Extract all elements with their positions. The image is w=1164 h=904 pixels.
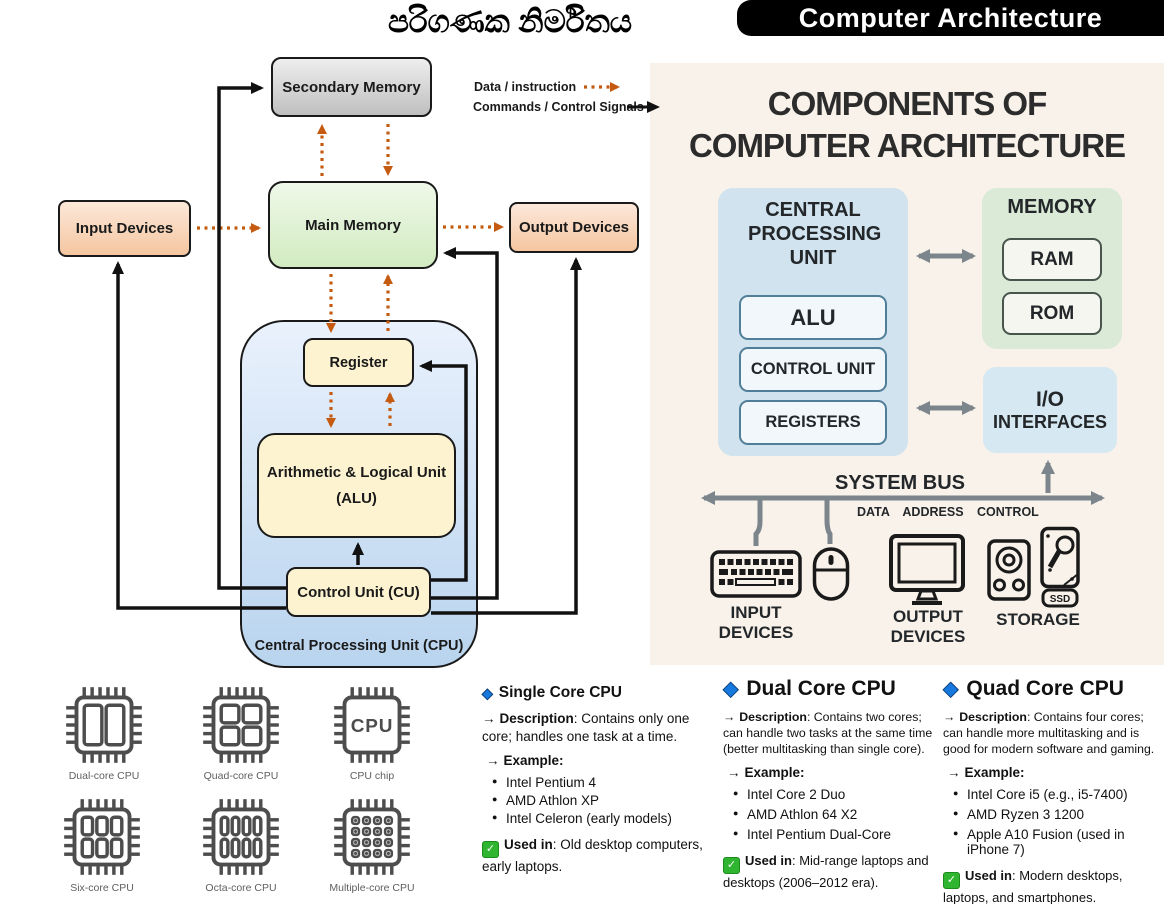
- list-item: Intel Pentium 4: [492, 775, 716, 790]
- secondary-memory-box: Secondary Memory: [271, 57, 432, 117]
- dual-core-example-label: →Example:: [727, 764, 805, 780]
- arrow-icon: →: [947, 764, 961, 780]
- list-item: AMD Ryzen 3 1200: [953, 807, 1164, 822]
- storage-label: STORAGE: [996, 610, 1080, 629]
- alu-box: Arithmetic & Logical Unit(ALU): [257, 433, 456, 538]
- list-item: Intel Core 2 Duo: [733, 787, 941, 802]
- diamond-icon: ◆: [722, 678, 739, 701]
- panel-memory-title: MEMORY: [1007, 196, 1097, 218]
- panel-rom-box: ROM: [1002, 292, 1102, 335]
- legend-commands-label: Commands / Control Signals: [473, 100, 644, 114]
- check-icon: ✓: [482, 841, 499, 859]
- diamond-icon: ◆: [482, 684, 494, 701]
- diamond-icon: ◆: [942, 678, 959, 701]
- cpu-type-single-core: ◆ Single Core CPU →Description: Contains…: [482, 684, 716, 882]
- panel-title-line1: COMPONENTS OF: [767, 85, 1048, 122]
- quad-core-description: →Description: Contains four cores; can h…: [943, 710, 1155, 757]
- monitor-icon: [889, 534, 965, 605]
- title-banner: Computer Architecture: [737, 0, 1164, 36]
- legend-data-label: Data / instruction: [474, 80, 577, 94]
- list-item: AMD Athlon 64 X2: [733, 807, 941, 822]
- cpu-type-dual-core: ◆ Dual Core CPU →Description: Contains t…: [722, 676, 941, 898]
- check-icon: ✓: [943, 872, 960, 890]
- arrow-icon: →: [943, 710, 956, 724]
- panel-alu-box: ALU: [739, 295, 887, 340]
- panel-io-line1: I/O: [1035, 387, 1064, 411]
- panel-io-box: I/O INTERFACES: [983, 367, 1117, 453]
- panel-io-line2: INTERFACES: [992, 411, 1107, 432]
- single-core-used-in: ✓Used in: Old desktop computers, early l…: [482, 837, 703, 875]
- panel-cpu-title: CENTRAL PROCESSING UNIT: [748, 199, 882, 269]
- output-devices-label: OUTPUT DEVICES: [890, 607, 966, 647]
- page-title-sinhala: පරිගණක නිර්මිතය: [387, 4, 633, 39]
- hdd-ssd-icon: SSD: [1040, 526, 1080, 608]
- panel-title-line2: COMPUTER ARCHITECTURE: [688, 127, 1126, 164]
- register-box: Register: [303, 338, 414, 387]
- quad-core-used-in: ✓Used in: Modern desktops, laptops, and …: [943, 868, 1123, 904]
- chip-dual-core: Dual-core CPU: [60, 682, 148, 782]
- chip-quad-core: Quad-core CPU: [197, 682, 285, 782]
- title-banner-text: Computer Architecture: [798, 2, 1103, 33]
- list-item: Intel Pentium Dual-Core: [733, 827, 941, 842]
- mouse-icon: [812, 547, 850, 601]
- dual-core-used-in: ✓Used in: Mid-range laptops and desktops…: [723, 853, 929, 891]
- list-item: Apple A10 Fusion (used in iPhone 7): [953, 827, 1164, 857]
- main-memory-box: Main Memory: [268, 181, 438, 269]
- chip-six-core: Six-core CPU: [58, 794, 146, 894]
- cpu-container-label: Central Processing Unit (CPU): [254, 638, 464, 654]
- arrow-icon: →: [723, 710, 736, 724]
- chip-multi-core: Multiple-core CPU: [328, 794, 416, 894]
- arrow-icon: →: [486, 752, 500, 768]
- chip-octa-core: Octa-core CPU: [197, 794, 285, 894]
- cpu-type-quad-core: ◆ Quad Core CPU →Description: Contains f…: [942, 676, 1164, 904]
- check-icon: ✓: [723, 857, 740, 875]
- output-devices-box: Output Devices: [509, 202, 639, 253]
- system-bus-label: SYSTEM BUS: [834, 472, 966, 494]
- quad-core-heading: ◆ Quad Core CPU: [942, 676, 1124, 701]
- list-item: Intel Core i5 (e.g., i5-7400): [953, 787, 1164, 802]
- input-devices-label: INPUT DEVICES: [718, 603, 794, 643]
- arrow-icon: →: [482, 711, 496, 726]
- panel-ram-box: RAM: [1002, 238, 1102, 281]
- list-item: Intel Celeron (early models): [492, 811, 716, 826]
- speaker-icon: [987, 539, 1031, 601]
- bus-sublabels: DATA ADDRESS CONTROL: [857, 505, 1039, 519]
- single-core-example-label: →Example:: [486, 752, 564, 768]
- input-devices-box: Input Devices: [58, 200, 191, 257]
- arrow-icon: →: [727, 764, 741, 780]
- keyboard-icon: [710, 550, 802, 598]
- dual-core-heading: ◆ Dual Core CPU: [722, 676, 896, 701]
- list-item: AMD Athlon XP: [492, 793, 716, 808]
- panel-registers-box: REGISTERS: [739, 400, 887, 445]
- panel-control-unit-box: CONTROL UNIT: [739, 347, 887, 392]
- alu-label: Arithmetic & Logical Unit(ALU): [266, 464, 447, 507]
- control-unit-box: Control Unit (CU): [286, 567, 431, 617]
- dual-core-example-list: Intel Core 2 Duo AMD Athlon 64 X2 Intel …: [723, 787, 941, 842]
- quad-core-example-label: →Example:: [947, 764, 1025, 780]
- svg-text:SSD: SSD: [1050, 594, 1071, 605]
- quad-core-example-list: Intel Core i5 (e.g., i5-7400) AMD Ryzen …: [943, 787, 1164, 857]
- single-core-heading: ◆ Single Core CPU: [482, 684, 622, 701]
- dual-core-description: →Description: Contains two cores; can ha…: [723, 710, 933, 757]
- svg-text:CPU: CPU: [351, 716, 394, 737]
- single-core-description: →Description: Contains only one core; ha…: [482, 711, 690, 744]
- single-core-example-list: Intel Pentium 4 AMD Athlon XP Intel Cele…: [482, 775, 716, 826]
